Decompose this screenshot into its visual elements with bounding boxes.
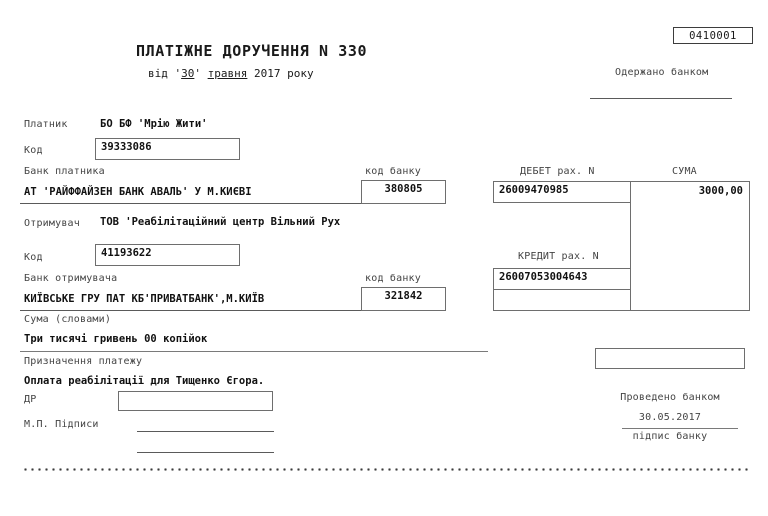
debit-account-value: 26009470985 xyxy=(499,184,569,196)
document-date-line: від '30' травня 2017 року xyxy=(148,67,314,80)
credit-account-box[interactable]: 26007053004643 xyxy=(493,268,631,290)
payer-code-value: 39333086 xyxy=(101,141,152,153)
dr-label: ДР xyxy=(24,394,37,405)
payer-name: БО БФ 'Мрію Жити' xyxy=(100,118,208,130)
payer-bank-code-box[interactable]: 380805 xyxy=(361,180,446,204)
credit-account-value: 26007053004643 xyxy=(499,271,588,283)
payer-code-label: Код xyxy=(24,145,43,156)
extra-account-value xyxy=(494,290,630,292)
payer-code-box[interactable]: 39333086 xyxy=(95,138,240,160)
form-code-box: 0410001 xyxy=(673,27,753,44)
recipient-bank-code-label: код банку xyxy=(365,273,421,284)
recipient-bank-code-value: 321842 xyxy=(384,290,423,302)
processed-stamp-box[interactable] xyxy=(595,348,745,369)
debit-account-box[interactable]: 26009470985 xyxy=(493,181,631,203)
credit-account-label: КРЕДИТ рах. N xyxy=(518,251,599,262)
purpose-label: Призначення платежу xyxy=(24,356,143,367)
sum-column-box[interactable]: 3000,00 xyxy=(630,181,750,311)
payer-bank-underline xyxy=(20,203,365,205)
amount-words-label: Сума (словами) xyxy=(24,314,112,325)
recipient-code-label: Код xyxy=(24,252,43,263)
tear-line xyxy=(22,468,748,471)
recipient-bank-name: КИЇВСЬКЕ ГРУ ПАТ КБ'ПРИВАТБАНК',М.КИЇВ xyxy=(24,293,265,305)
date-quote: ' xyxy=(194,67,201,80)
processed-by-bank-label: Проведено банком xyxy=(620,392,720,403)
dr-value xyxy=(119,392,272,394)
recipient-label: Отримувач xyxy=(24,218,80,229)
date-prefix: від ' xyxy=(148,67,182,80)
payer-label: Платник xyxy=(24,119,68,130)
recipient-code-value: 41193622 xyxy=(101,247,152,259)
purpose-value: Оплата реабілітації для Тищенко Єгора. xyxy=(24,375,265,387)
recipient-bank-label: Банк отримувача xyxy=(24,273,118,284)
signature-line-1[interactable] xyxy=(137,431,274,433)
date-month: травня xyxy=(207,67,248,80)
received-by-bank-line xyxy=(590,98,732,100)
recipient-code-box[interactable]: 41193622 xyxy=(95,244,240,266)
date-day: 30 xyxy=(181,67,195,80)
stamp-signatures-label: М.П. Підписи xyxy=(24,419,99,430)
document-title: ПЛАТІЖНЕ ДОРУЧЕННЯ N 330 xyxy=(136,42,368,60)
dr-box[interactable] xyxy=(118,391,273,411)
payer-bank-name: АТ 'РАЙФФАЙЗЕН БАНК АВАЛЬ' У М.КИЄВІ xyxy=(24,186,252,198)
date-year: 2017 року xyxy=(254,67,314,80)
recipient-bank-underline xyxy=(20,310,365,312)
form-code-value: 0410001 xyxy=(689,30,737,42)
sum-label: СУМА xyxy=(672,166,697,177)
debit-account-label: ДЕБЕТ рах. N xyxy=(520,166,595,177)
payer-bank-label: Банк платника xyxy=(24,166,105,177)
extra-account-box[interactable] xyxy=(493,289,631,311)
payer-bank-code-value: 380805 xyxy=(384,183,423,195)
bank-signature-line xyxy=(622,428,738,430)
payer-bank-code-label: код банку xyxy=(365,166,421,177)
recipient-bank-code-box[interactable]: 321842 xyxy=(361,287,446,311)
amount-words-underline xyxy=(20,351,488,353)
amount-words-value: Три тисячі гривень 00 копійок xyxy=(24,333,208,345)
recipient-name: ТОВ 'Реабілітаційний центр Вільний Рух xyxy=(100,216,341,228)
sum-value: 3000,00 xyxy=(698,185,743,197)
processed-stamp-value xyxy=(596,349,744,351)
signature-line-2[interactable] xyxy=(137,452,274,454)
bank-signature-label: підпис банку xyxy=(632,431,708,442)
processed-date: 30.05.2017 xyxy=(638,412,702,423)
received-by-bank-label: Одержано банком xyxy=(615,67,709,78)
